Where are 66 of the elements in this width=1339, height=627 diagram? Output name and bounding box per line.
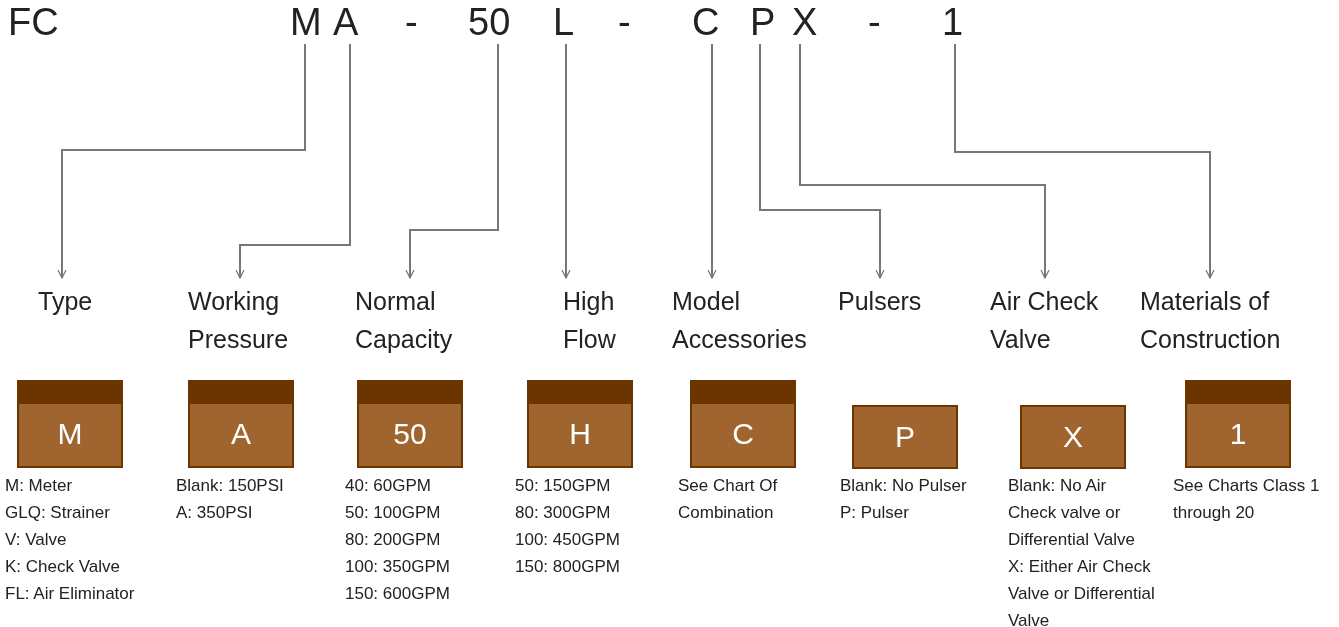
code-letter: 1: [1228, 416, 1248, 452]
option-description: 100: 450GPM: [515, 529, 620, 551]
option-description: GLQ: Strainer: [5, 502, 110, 524]
code-letter: M: [56, 416, 84, 452]
code-box: [1020, 405, 1126, 469]
code-letter: C: [731, 416, 755, 452]
code-character: X: [792, 0, 818, 44]
option-description: See Chart Of Combination: [678, 475, 779, 524]
option-description: Blank: No Pulser: [840, 475, 967, 497]
option-description: 80: 200GPM: [345, 529, 441, 551]
option-description: 100: 350GPM: [345, 556, 450, 578]
code-separator: -: [618, 0, 631, 44]
code-character: M: [290, 0, 322, 44]
option-description: K: Check Valve: [5, 556, 120, 578]
code-box: [852, 405, 958, 469]
code-character: C: [692, 0, 720, 44]
code-separator: -: [868, 0, 881, 44]
option-description: 150: 600GPM: [345, 583, 450, 605]
code-character: 50: [468, 0, 511, 44]
code-character: L: [553, 0, 575, 44]
code-separator: -: [405, 0, 418, 44]
code-character: P: [750, 0, 776, 44]
option-description: 50: 100GPM: [345, 502, 441, 524]
option-description: 80: 300GPM: [515, 502, 611, 524]
code-prefix: FC: [8, 0, 59, 44]
option-description: See Charts Class 1 through 20: [1173, 475, 1321, 524]
code-box: [188, 380, 294, 468]
leader-arrow: [954, 43, 1215, 279]
leader-arrow: [707, 43, 717, 279]
code-box: [357, 380, 463, 468]
option-description: FL: Air Eliminator: [5, 583, 135, 605]
code-letter: A: [230, 416, 252, 452]
category-heading: Working Pressure: [188, 282, 308, 358]
code-letter: P: [894, 419, 916, 455]
category-heading: Air Check Valve: [990, 282, 1120, 358]
option-description: A: 350PSI: [176, 502, 253, 524]
category-heading: Model Accessories: [672, 282, 827, 358]
option-description: X: Either Air Check Valve or Differential Valve: [1008, 556, 1156, 627]
option-description: M: Meter: [5, 475, 73, 497]
option-description: 150: 800GPM: [515, 556, 620, 578]
code-box: [690, 380, 796, 468]
category-heading: Type: [38, 282, 128, 320]
leader-arrow: [561, 43, 571, 279]
leader-arrow: [57, 43, 306, 279]
category-heading: High Flow: [563, 282, 638, 358]
code-character: A: [333, 0, 359, 44]
code-letter: H: [568, 416, 592, 452]
code-character: 1: [942, 0, 964, 44]
option-description: Blank: No Air Check valve or Differential Valve: [1008, 475, 1136, 551]
option-description: 50: 150GPM: [515, 475, 611, 497]
category-heading: Pulsers: [838, 282, 938, 320]
option-description: 40: 60GPM: [345, 475, 431, 497]
code-letter: X: [1062, 419, 1084, 455]
option-description: Blank: 150PSI: [176, 475, 284, 497]
category-heading: Normal Capacity: [355, 282, 475, 358]
code-box: [527, 380, 633, 468]
code-box: [17, 380, 123, 468]
option-description: P: Pulser: [840, 502, 909, 524]
leader-arrow: [799, 43, 1050, 279]
code-box: [1185, 380, 1291, 468]
option-description: V: Valve: [5, 529, 67, 551]
category-heading: Materials of Construction: [1140, 282, 1310, 358]
code-letter: 50: [392, 416, 428, 452]
leader-arrow: [235, 43, 351, 279]
leader-arrow: [759, 43, 885, 279]
leader-arrow: [405, 43, 499, 279]
